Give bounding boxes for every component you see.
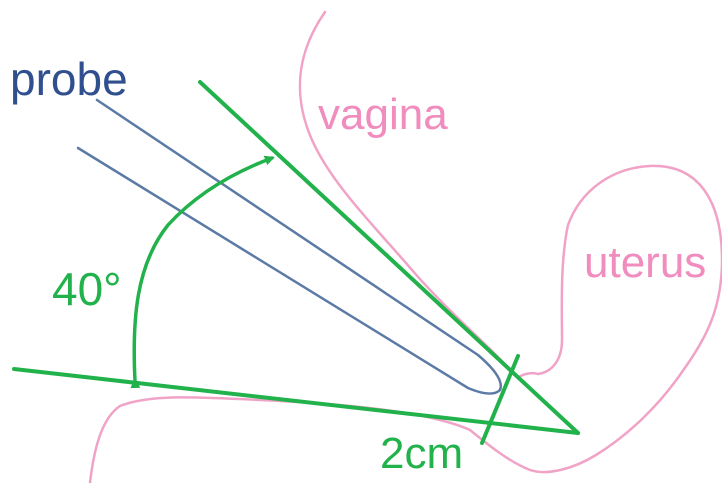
probe-label: probe: [10, 56, 128, 102]
uterus-label: uterus: [584, 241, 706, 285]
lower-angle-line: [14, 369, 578, 433]
distance-label: 2cm: [380, 432, 463, 476]
angle-arc-arrow: [134, 158, 272, 381]
angle-label: 40°: [52, 266, 122, 312]
vagina-label: vagina: [318, 93, 448, 137]
vagina-lower-outline: [90, 397, 530, 483]
probe-outline: [78, 100, 501, 394]
distance-marker-line: [482, 356, 518, 443]
uterus-outline: [530, 166, 722, 472]
vagina-upper-outline: [300, 12, 538, 378]
